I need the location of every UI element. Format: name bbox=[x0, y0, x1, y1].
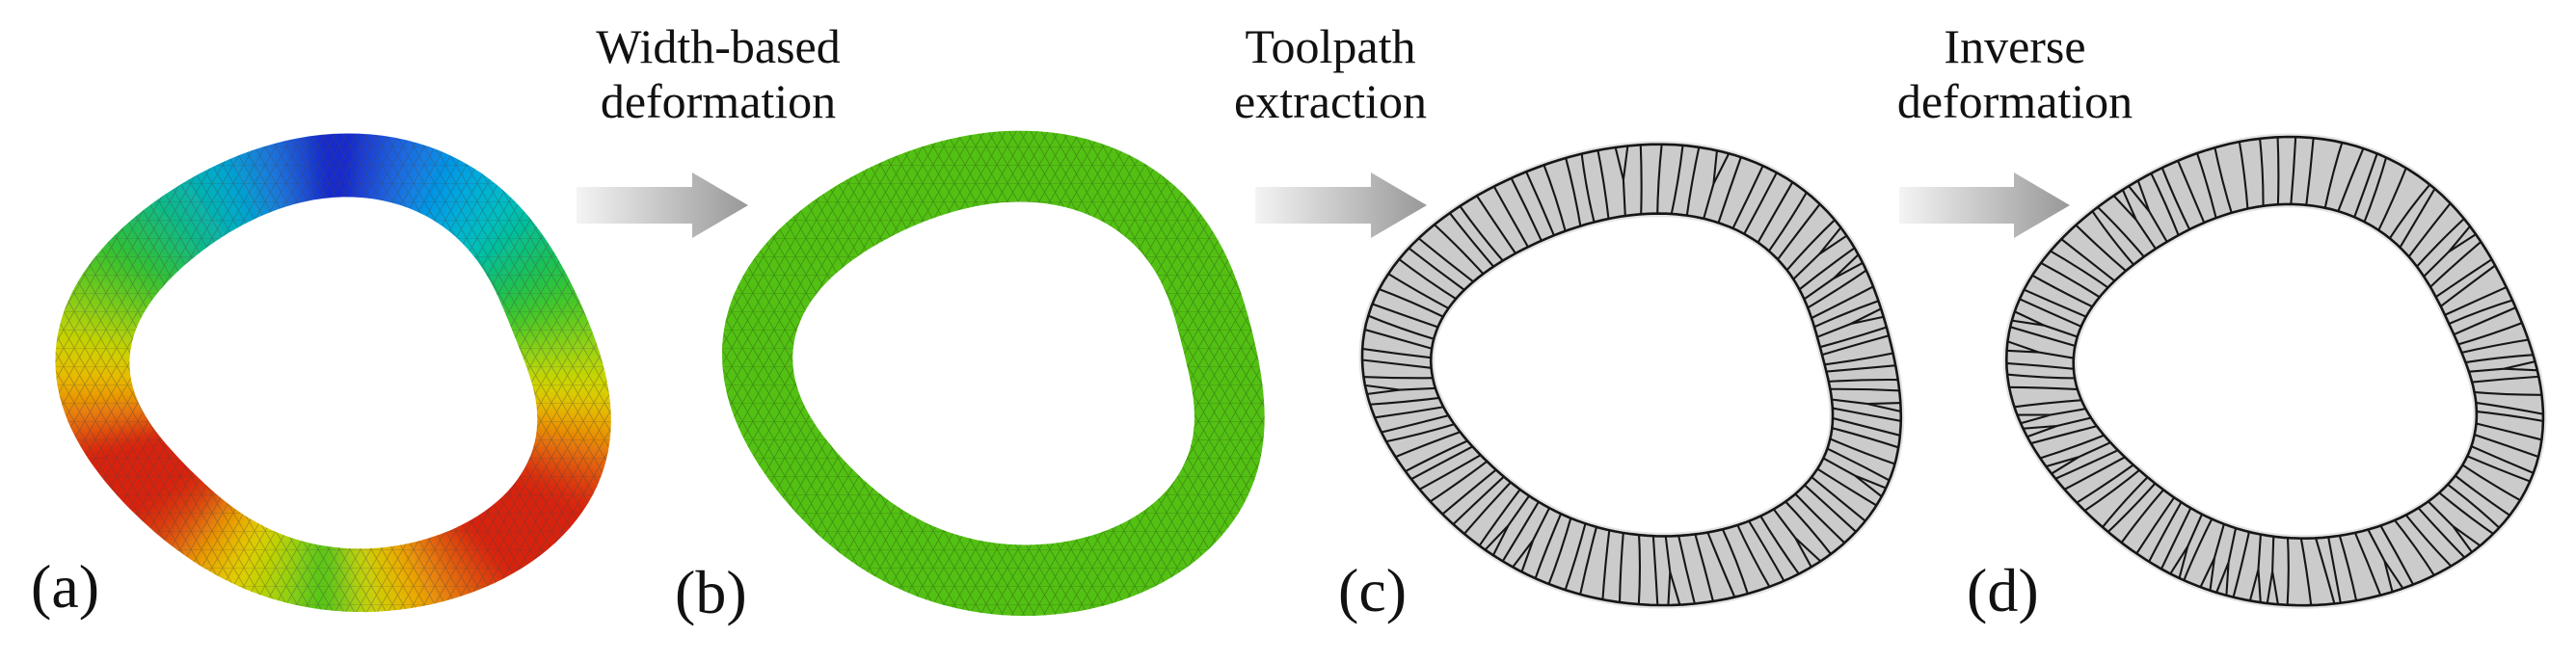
step-label-toolpath-extraction: Toolpath extraction bbox=[1234, 19, 1427, 128]
toolpath-ring-inverse bbox=[2002, 133, 2547, 609]
panel-label-c: (c) bbox=[1338, 556, 1408, 624]
mesh-ring-green bbox=[722, 130, 1265, 617]
process-arrow-icon bbox=[1255, 172, 1427, 238]
panel-label-d: (d) bbox=[1967, 556, 2039, 624]
mesh-ring-colored bbox=[55, 133, 611, 613]
toolpath-ring bbox=[1358, 141, 1905, 609]
panel-label-a: (a) bbox=[31, 552, 100, 621]
step-label-width-based-deformation: Width-based deformation bbox=[596, 19, 841, 128]
process-arrows bbox=[577, 172, 2070, 238]
step-label-inverse-deformation: Inverse deformation bbox=[1896, 19, 2133, 128]
process-arrow-icon bbox=[1899, 172, 2070, 238]
process-arrow-icon bbox=[577, 172, 748, 238]
panel-label-b: (b) bbox=[675, 558, 747, 626]
